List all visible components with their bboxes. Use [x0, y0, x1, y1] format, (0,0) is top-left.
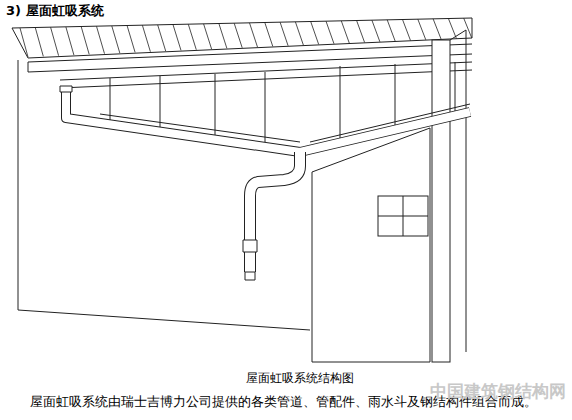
pipe-end [245, 272, 255, 280]
floor-line [18, 310, 310, 330]
beam [28, 54, 472, 72]
deck-ribs [20, 18, 472, 57]
pipe-fitting [243, 240, 257, 252]
deck-rib [311, 22, 319, 45]
steel-column [466, 30, 467, 352]
deck-rib [51, 27, 59, 55]
figure-caption: 屋面虹吸系统结构图 [246, 370, 354, 387]
deck-rib [127, 26, 135, 53]
roof-deck [12, 18, 472, 58]
deck-rib [341, 21, 349, 43]
deck-rib [280, 22, 288, 46]
deck-rib [219, 24, 227, 49]
steel-column [450, 30, 466, 40]
deck-rib [372, 20, 380, 42]
beam [60, 62, 472, 80]
deck-rib [433, 19, 441, 39]
downpipe [250, 152, 300, 272]
window [378, 196, 428, 236]
deck-rib [142, 25, 150, 51]
deck-rib [112, 26, 120, 53]
deck-rib [326, 21, 334, 44]
window-frame [378, 216, 428, 217]
deck-rib [234, 23, 242, 48]
beam [28, 44, 472, 62]
deck-rib [265, 23, 273, 47]
deck-rib [295, 22, 303, 45]
deck-rib [250, 23, 258, 47]
deck-rib [387, 20, 395, 41]
wall [312, 128, 430, 362]
deck-rib [448, 18, 456, 38]
downpipe-outline [250, 152, 300, 272]
roof-drain [60, 86, 72, 92]
support-rail [310, 104, 470, 142]
deck-rib [66, 27, 74, 55]
pipe [66, 92, 470, 152]
steel-column [432, 40, 450, 362]
deck-rib [357, 21, 365, 43]
wall-edge [18, 60, 19, 310]
deck-rib [204, 24, 212, 49]
beam [60, 70, 472, 88]
deck-rib [35, 28, 43, 57]
deck-rib [188, 24, 196, 49]
watermark: 中国建筑钢结构网 [430, 380, 566, 403]
deck-rib [97, 26, 105, 53]
deck-rib [20, 28, 28, 57]
beam [28, 62, 29, 72]
deck-rib [81, 27, 89, 55]
title: 3) 屋面虹吸系统 [6, 2, 104, 20]
deck-rib [418, 19, 426, 40]
deck-rib [403, 20, 411, 41]
deck-rib [173, 25, 181, 51]
deck-rib [158, 25, 166, 51]
pipe-outline [66, 92, 470, 152]
deck-rib [464, 18, 472, 38]
